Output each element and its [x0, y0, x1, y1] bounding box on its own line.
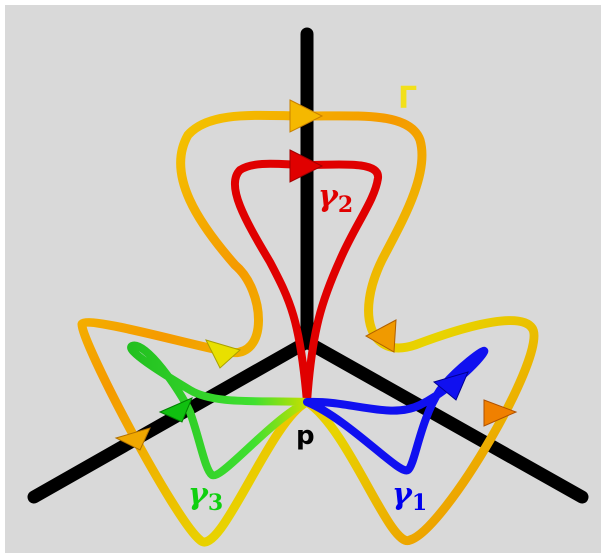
gamma1-loop: [303, 346, 489, 475]
arrow-gamma2-top: [289, 149, 324, 183]
label-gamma1: γ1: [392, 477, 427, 516]
arrow-outer-right-lower: [483, 399, 518, 427]
label-gamma2-sub: 2: [338, 192, 353, 218]
gamma3-loop: [127, 341, 311, 480]
axis-left: [27, 335, 314, 504]
label-gamma2: γ2: [318, 179, 353, 218]
arrow-outer-top: [289, 99, 324, 133]
label-gamma3-base: γ: [188, 477, 209, 512]
label-gamma1-sub: 1: [412, 490, 427, 516]
arrow-outer-left-lower: [114, 427, 151, 451]
label-gamma3-sub: 3: [208, 490, 223, 516]
label-gamma3: γ3: [188, 477, 223, 516]
direction-arrows: [114, 99, 518, 451]
axes: [27, 27, 589, 504]
arrow-outer-right-upper: [364, 319, 397, 353]
axis-right: [300, 335, 589, 504]
arrow-gamma1: [432, 371, 469, 401]
label-big-gamma: Γ: [398, 81, 417, 116]
arrow-outer-left-upper: [205, 339, 241, 369]
label-gamma2-base: γ: [318, 179, 339, 214]
label-gamma1-base: γ: [392, 477, 413, 512]
arrow-gamma3: [158, 397, 193, 423]
label-point-p: p: [296, 421, 315, 451]
